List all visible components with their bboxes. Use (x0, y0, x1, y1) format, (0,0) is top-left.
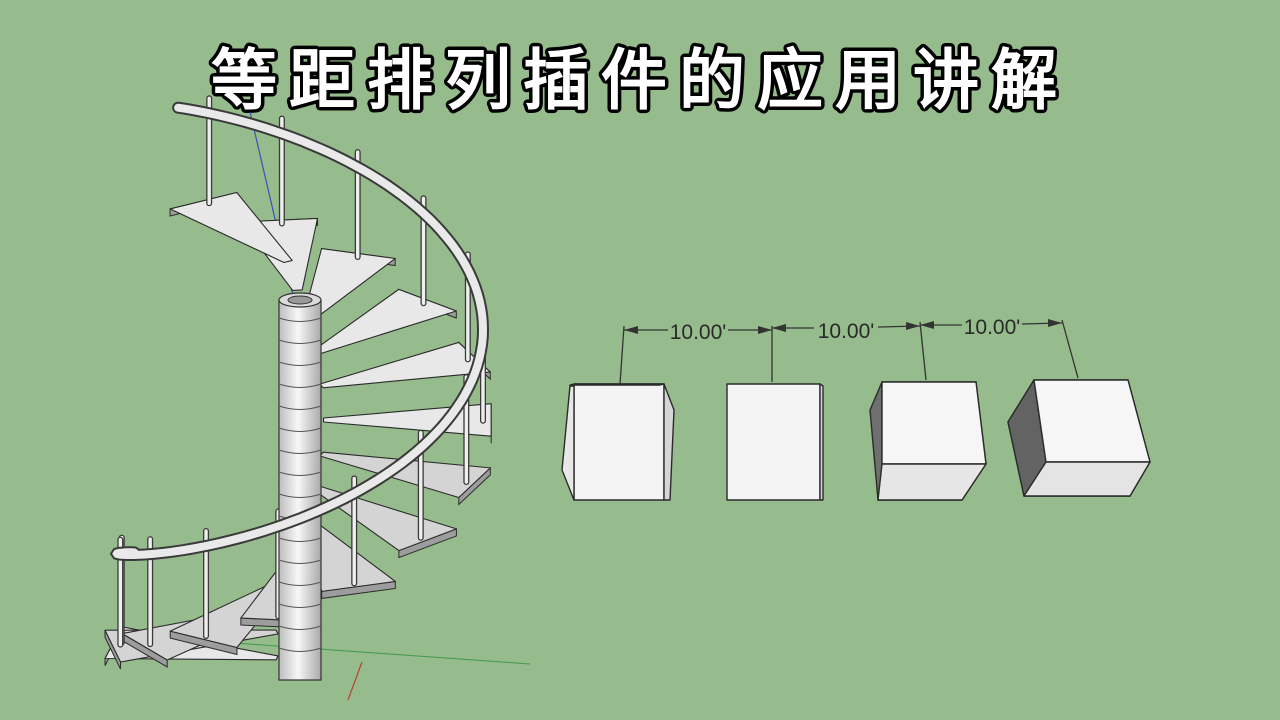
stair-tread (302, 518, 396, 599)
axis-red (347, 661, 363, 701)
box-3[interactable] (869, 381, 987, 501)
stair-tread (318, 451, 491, 506)
handrail (109, 101, 490, 561)
box-2[interactable] (726, 383, 824, 501)
dimension-1: 10.00' (624, 321, 772, 344)
box-1[interactable] (561, 383, 675, 501)
dimension-3: 10.00' (920, 316, 1063, 339)
dimension-label: 10.00' (670, 321, 727, 344)
box-4[interactable] (1007, 379, 1151, 497)
dimension-label: 10.00' (818, 320, 875, 343)
stair-tread (311, 288, 457, 355)
dimension-2: 10.00' (772, 320, 921, 343)
equal-spacing-boxes[interactable]: 10.00' 10.00' 10.00' (561, 316, 1151, 501)
spiral-staircase-model[interactable] (104, 95, 531, 701)
page-title: 等距排列插件的应用讲解 (211, 42, 1069, 119)
stair-tread (169, 191, 293, 264)
central-column (278, 292, 322, 681)
dimension-label: 10.00' (964, 316, 1021, 339)
